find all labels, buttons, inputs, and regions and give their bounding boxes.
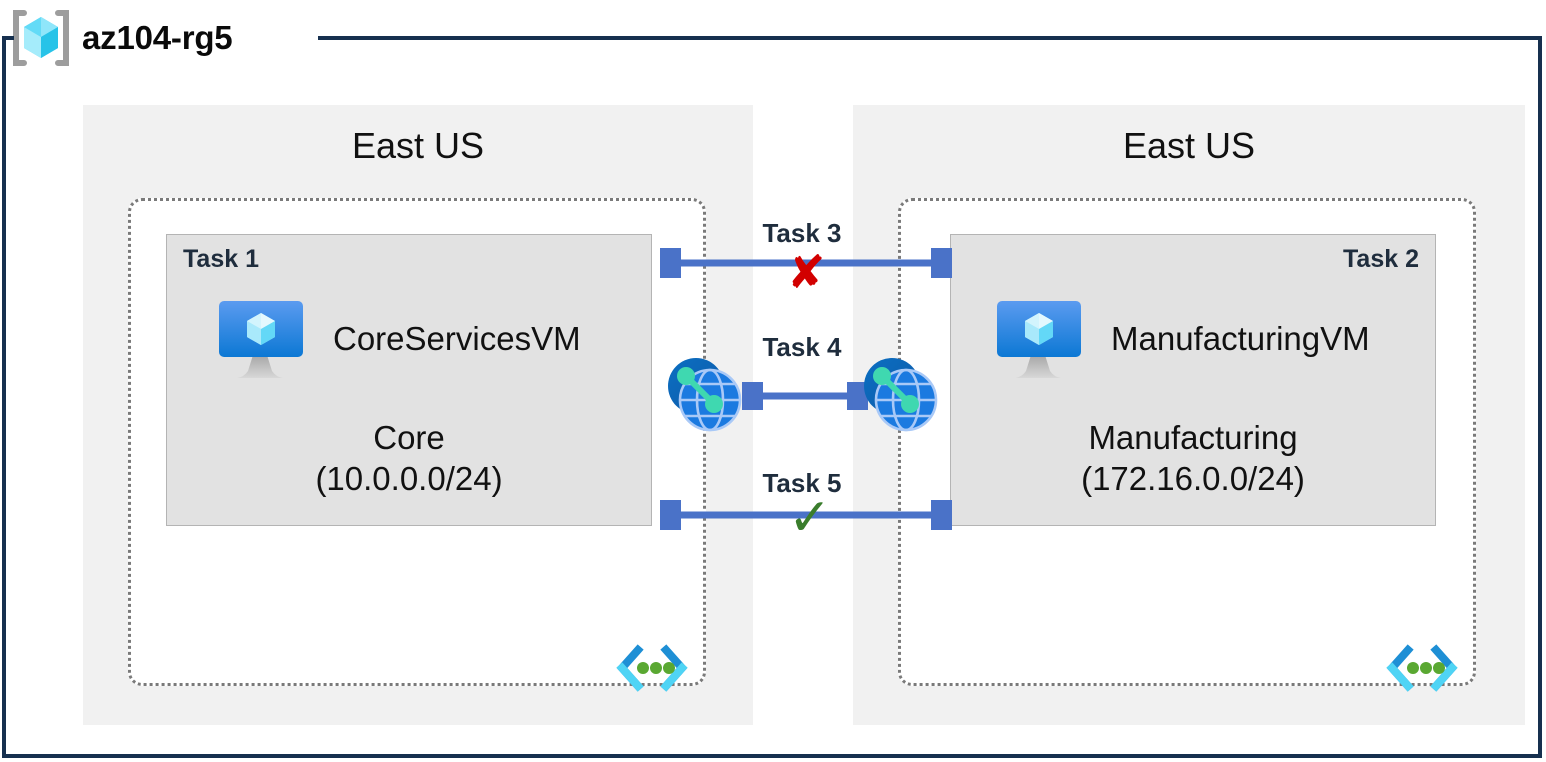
connection-arrow-task4 xyxy=(700,364,910,428)
task-label-4: Task 4 xyxy=(762,332,842,362)
resource-group-header: az104-rg5 xyxy=(10,6,233,70)
vnet-peering-icon xyxy=(858,352,942,436)
subnet-box-core: Task 1 xyxy=(166,234,652,526)
subnet-box-manufacturing: Task 2 ManufacturingVM Manufacturing (17… xyxy=(950,234,1436,526)
subnet-label-core: Core (10.0.0.0/24) xyxy=(167,417,651,500)
resource-group-title: az104-rg5 xyxy=(82,19,233,56)
connection-arrow-task3 xyxy=(618,231,994,295)
virtual-machine-icon xyxy=(993,297,1085,381)
subnet-name-manufacturing: Manufacturing xyxy=(1088,419,1298,456)
subnet-label-manufacturing: Manufacturing (172.16.0.0/24) xyxy=(951,417,1435,500)
vnet-icon-core xyxy=(616,642,688,694)
vnet-icon-manufacturing xyxy=(1386,642,1458,694)
header-connector-stub xyxy=(2,36,14,40)
task-label-3: Task 3 xyxy=(762,218,842,248)
virtual-machine-icon xyxy=(215,297,307,381)
vm-name-core: CoreServicesVM xyxy=(333,320,581,357)
region-label-left: East US xyxy=(351,125,485,166)
subnet-name-core: Core xyxy=(373,419,445,456)
resource-group-cube-icon xyxy=(10,9,72,67)
vnet-peering-icon xyxy=(662,352,746,436)
vm-row-core: CoreServicesVM xyxy=(167,297,699,381)
region-label-right: East US xyxy=(1122,125,1256,166)
subnet-cidr-manufacturing: (172.16.0.0/24) xyxy=(1081,460,1305,498)
blocked-mark-task3: ✘ xyxy=(787,246,826,298)
allowed-mark-task5: ✓ xyxy=(788,489,832,547)
header-connector-line xyxy=(318,36,1542,40)
task-tag-2: Task 2 xyxy=(1343,245,1419,273)
connection-arrow-task5 xyxy=(618,483,994,547)
vm-name-manufacturing: ManufacturingVM xyxy=(1111,320,1370,357)
subnet-cidr-core: (10.0.0.0/24) xyxy=(315,460,503,498)
resource-group-frame-title-gap xyxy=(6,34,326,42)
vm-row-manufacturing: ManufacturingVM xyxy=(951,297,1477,381)
task-tag-1: Task 1 xyxy=(183,245,259,273)
